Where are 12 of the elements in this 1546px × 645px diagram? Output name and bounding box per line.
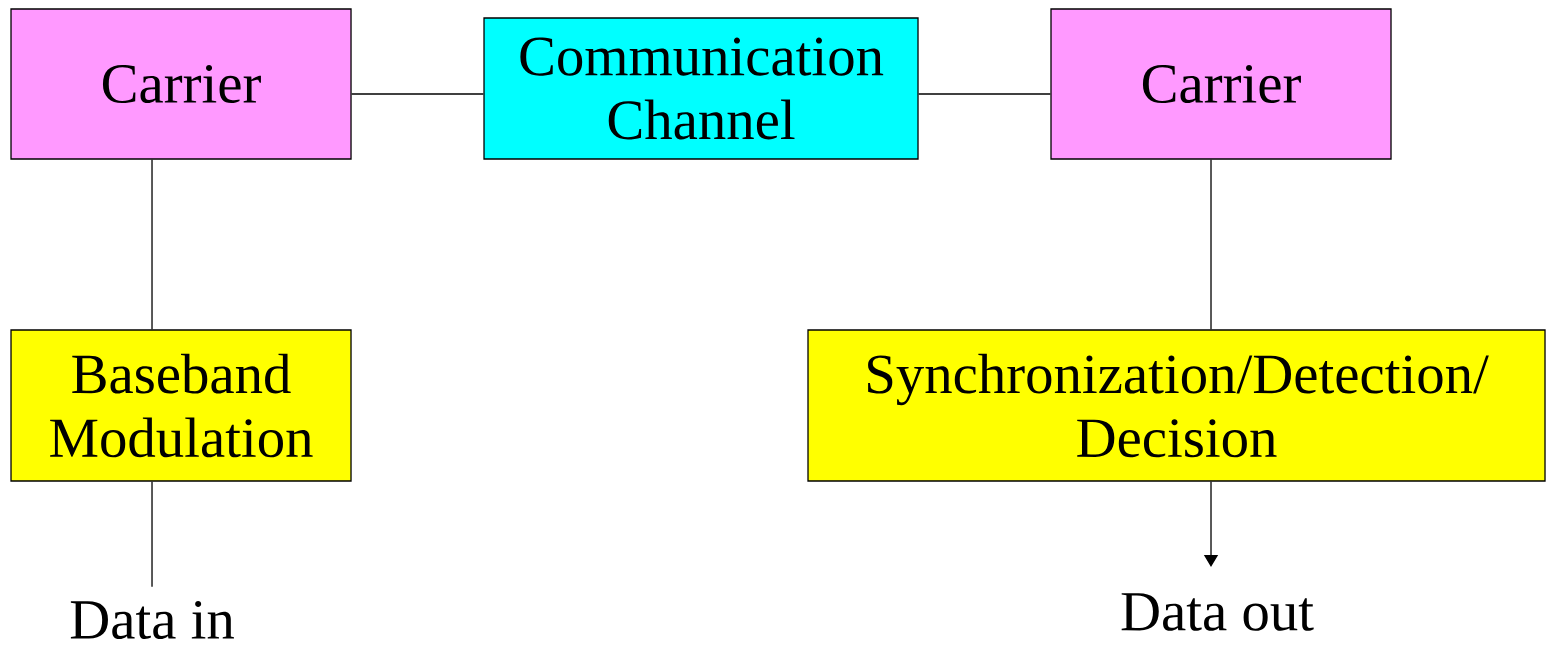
detection-box: Synchronization/Detection/ Decision (807, 329, 1546, 482)
data-label: Data out (1121, 593, 1314, 631)
connector-line (151, 159, 153, 330)
connector-line (151, 481, 153, 588)
channel-box: Communication Channel (483, 17, 919, 160)
modulation-box: Baseband Modulation (10, 329, 352, 482)
connector-line (1210, 159, 1212, 330)
carrier-box: Carrier (10, 8, 352, 160)
connector-line (918, 93, 1051, 95)
data-label: Data in (70, 600, 234, 640)
carrier-box: Carrier (1050, 8, 1392, 160)
connector-line (351, 93, 484, 95)
